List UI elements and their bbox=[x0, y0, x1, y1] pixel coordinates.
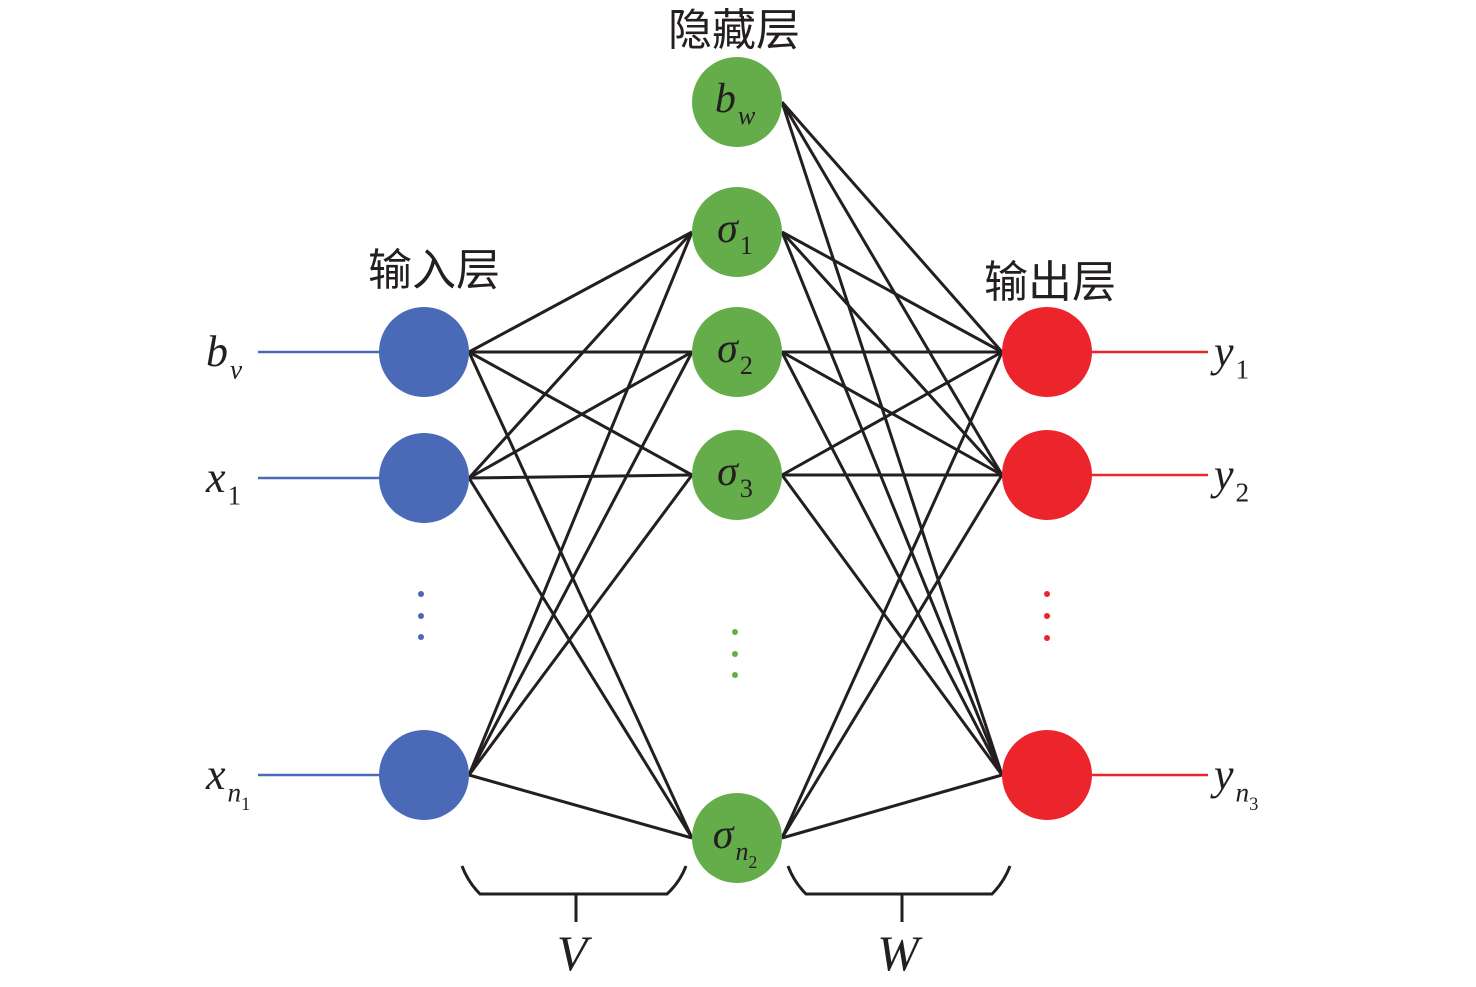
edge-V-xn1-s2 bbox=[467, 351, 694, 776]
input-label-xn1-subscript: n bbox=[228, 777, 242, 807]
hidden-node-s1 bbox=[692, 187, 782, 277]
edge-W-s3-y1 bbox=[781, 350, 1003, 477]
bracket-W-label: W bbox=[877, 925, 923, 981]
output-node-y1 bbox=[1002, 307, 1092, 397]
output-label-yn3-subscript: n bbox=[1236, 777, 1250, 807]
hidden-ellipsis-dot bbox=[732, 672, 738, 678]
hidden-label-s3: σ3 bbox=[717, 449, 753, 503]
input-label-bv-symbol: b bbox=[206, 327, 228, 376]
edge-W-sn2-yn3 bbox=[781, 773, 1003, 840]
hidden-label-sn2-symbol: σ bbox=[713, 812, 736, 858]
input-ellipsis-dot bbox=[418, 634, 424, 640]
edge-W-s1-y1 bbox=[781, 230, 1003, 354]
hidden-node-sn2 bbox=[692, 793, 782, 883]
bracket-W bbox=[786, 865, 1012, 922]
input-ellipsis-dot bbox=[418, 591, 424, 597]
input-label-bv-subscript: v bbox=[230, 354, 243, 384]
output-ellipsis-dot bbox=[1044, 635, 1050, 641]
hidden-label-s1-subscript: 1 bbox=[740, 231, 753, 260]
hidden-node-bw bbox=[692, 57, 782, 147]
hidden-label-s1: σ1 bbox=[717, 206, 753, 260]
output-label-y2-subscript: 2 bbox=[1236, 477, 1250, 507]
hidden-label-s3-subscript: 3 bbox=[740, 474, 753, 503]
hidden-layer-title: 隐藏层 bbox=[668, 5, 800, 56]
hidden-ellipsis-dot bbox=[732, 629, 738, 635]
hidden-label-bw: bw bbox=[715, 76, 756, 130]
output-node-y2 bbox=[1002, 430, 1092, 520]
hidden-ellipsis-dot bbox=[732, 651, 738, 657]
output-layer-title: 输出层 bbox=[984, 257, 1116, 308]
bracket-V-label: V bbox=[557, 925, 593, 981]
output-label-y2: y2 bbox=[1210, 450, 1249, 507]
edge-W-s3-yn3 bbox=[780, 474, 1004, 776]
edge-V-bv-s1 bbox=[468, 230, 693, 354]
hidden-label-bw-symbol: b bbox=[715, 76, 736, 122]
hidden-label-sn2-subscript: n bbox=[735, 837, 748, 866]
input-label-xn1-subsubscript: 1 bbox=[241, 794, 250, 814]
output-label-y1: y1 bbox=[1210, 327, 1249, 384]
edge-W-sn2-y1 bbox=[780, 351, 1004, 839]
edge-V-xn1-s3 bbox=[467, 474, 694, 776]
hidden-ellipsis bbox=[732, 629, 738, 678]
edge-V-x1-sn2 bbox=[467, 477, 694, 839]
hidden-label-s2-subscript: 2 bbox=[740, 351, 753, 380]
edge-V-xn1-sn2 bbox=[468, 773, 693, 840]
input-node-xn1 bbox=[379, 730, 469, 820]
edge-W-bw-y1 bbox=[780, 101, 1004, 353]
hidden-label-bw-subscript: w bbox=[738, 101, 756, 130]
output-label-y1-symbol: y bbox=[1210, 327, 1234, 376]
output-label-yn3: yn3 bbox=[1210, 750, 1258, 814]
hidden-label-sn2: σn2 bbox=[713, 812, 758, 872]
input-label-x1-subscript: 1 bbox=[228, 480, 242, 510]
edge-W-s2-yn3 bbox=[780, 351, 1004, 776]
edge-W-sn2-y2 bbox=[780, 474, 1004, 839]
input-layer-title: 输入层 bbox=[368, 245, 500, 296]
input-node-x1 bbox=[379, 433, 469, 523]
input-label-x1: x1 bbox=[205, 453, 241, 510]
output-label-yn3-subsubscript: 3 bbox=[1249, 794, 1258, 814]
input-label-xn1-symbol: x bbox=[205, 750, 226, 799]
input-label-bv: bv bbox=[206, 327, 243, 384]
edge-W-s1-yn3 bbox=[780, 231, 1004, 776]
hidden-label-s1-symbol: σ bbox=[717, 206, 740, 252]
io-lines-group bbox=[258, 350, 1208, 777]
output-label-y2-symbol: y bbox=[1210, 450, 1234, 499]
hidden-node-s3 bbox=[692, 430, 782, 520]
edge-W-bw-y2 bbox=[780, 101, 1004, 476]
input-node-bv bbox=[379, 307, 469, 397]
bracket-V bbox=[460, 865, 688, 922]
edge-W-bw-yn3 bbox=[780, 101, 1004, 776]
hidden-label-sn2-subsubscript: 2 bbox=[748, 852, 757, 872]
output-ellipsis bbox=[1044, 591, 1050, 641]
edge-V-x1-s1 bbox=[467, 230, 694, 480]
hidden-label-s2: σ2 bbox=[717, 326, 753, 380]
edges-group bbox=[467, 101, 1004, 840]
input-ellipsis-dot bbox=[418, 613, 424, 619]
output-label-y1-subscript: 1 bbox=[1236, 354, 1250, 384]
edge-V-x1-s2 bbox=[468, 350, 693, 480]
hidden-label-s2-symbol: σ bbox=[717, 326, 740, 372]
output-ellipsis-dot bbox=[1044, 591, 1050, 597]
edge-V-bv-sn2 bbox=[467, 351, 694, 839]
edge-V-xn1-s1 bbox=[467, 231, 694, 776]
output-ellipsis-dot bbox=[1044, 613, 1050, 619]
hidden-node-s2 bbox=[692, 307, 782, 397]
edge-V-x1-s3 bbox=[468, 473, 693, 480]
input-label-x1-symbol: x bbox=[205, 453, 226, 502]
input-ellipsis bbox=[418, 591, 424, 640]
hidden-label-s3-symbol: σ bbox=[717, 449, 740, 495]
nodes-group bbox=[379, 57, 1092, 883]
output-label-yn3-symbol: y bbox=[1210, 750, 1234, 799]
input-label-xn1: xn1 bbox=[205, 750, 250, 814]
output-node-yn3 bbox=[1002, 730, 1092, 820]
